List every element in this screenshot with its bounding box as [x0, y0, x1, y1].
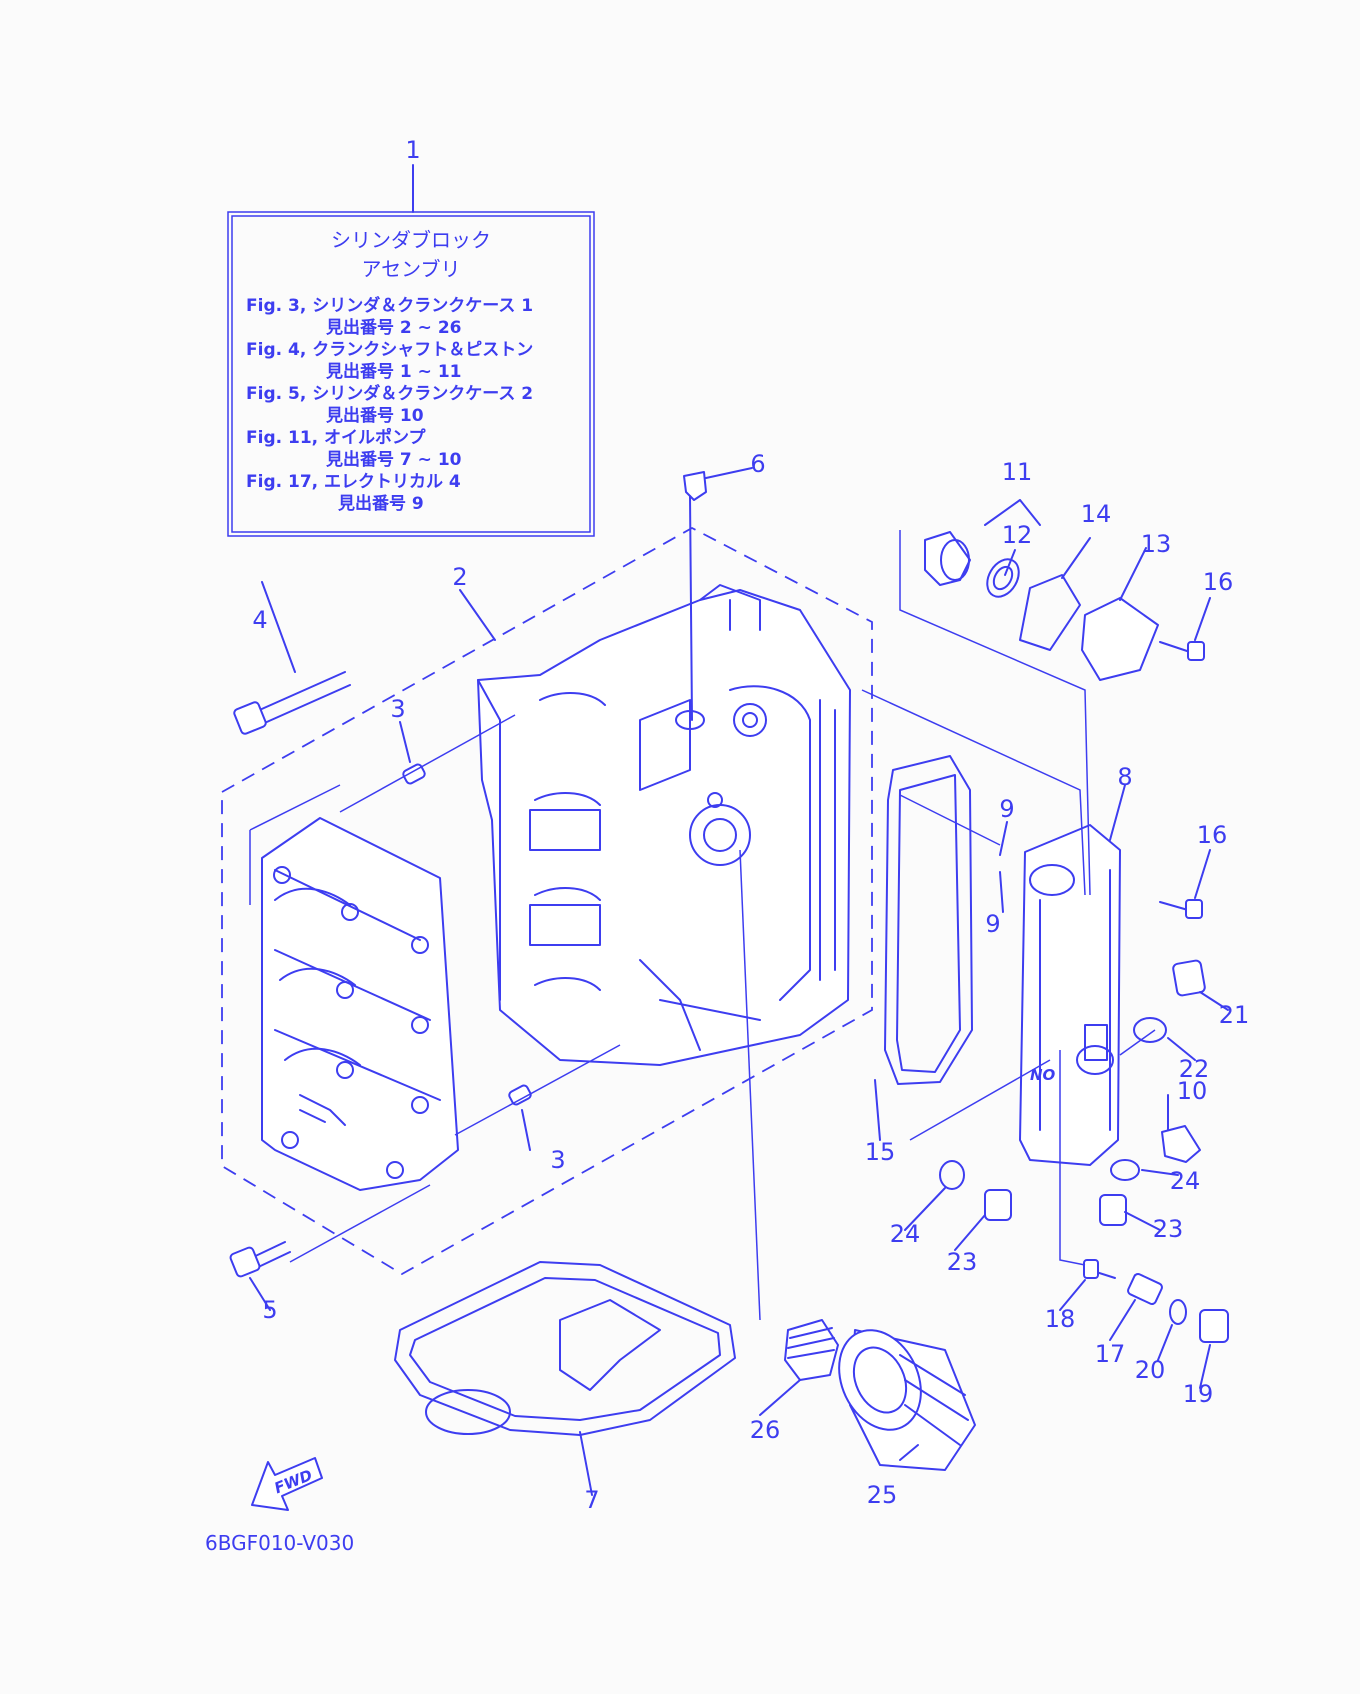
callout-3b: 3 — [550, 1146, 565, 1174]
oil-pan-gasket-hole — [425, 1389, 511, 1435]
callout-3a: 3 — [390, 695, 405, 723]
callout-6: 6 — [750, 450, 765, 478]
callout-19: 19 — [1183, 1380, 1214, 1408]
info-box: シリンダブロック アセンブリ Fig. 3, シリンダ＆クランクケース 1 見出… — [227, 211, 595, 537]
callout-7: 7 — [584, 1486, 599, 1514]
info-line-2: Fig. 4, クランクシャフト＆ピストン — [246, 340, 533, 360]
callout-9a: 9 — [999, 795, 1014, 823]
crankcase-block-part — [477, 584, 851, 1066]
callout-15: 15 — [865, 1138, 896, 1166]
info-line-1: 見出番号 2 ~ 26 — [325, 317, 462, 338]
leader-lines — [249, 164, 1229, 1496]
info-title-line2: アセンブリ — [362, 257, 461, 281]
callout-numbers: 1 2 3 3 4 5 6 7 8 9 9 10 11 12 13 14 15 … — [252, 136, 1249, 1514]
callout-11: 11 — [1002, 458, 1033, 486]
oil-pan-gasket-inner-path — [559, 1299, 661, 1391]
callout-24a: 24 — [890, 1220, 921, 1248]
info-line-9: 見出番号 9 — [337, 493, 424, 514]
info-line-6: Fig. 11, オイルポンプ — [246, 427, 427, 448]
diagram-code: 6BGF010-V030 — [205, 1531, 354, 1555]
assembly-dashed-outline — [221, 526, 873, 1276]
part-26-fitting — [784, 1319, 839, 1381]
cylinder-head-part — [261, 817, 459, 1191]
callout-14: 14 — [1081, 500, 1112, 528]
callout-4: 4 — [252, 606, 267, 634]
callout-16a: 16 — [1203, 568, 1234, 596]
callout-18: 18 — [1045, 1305, 1076, 1333]
callout-12: 12 — [1002, 521, 1033, 549]
info-line-7: 見出番号 7 ~ 10 — [325, 449, 462, 470]
callout-2: 2 — [452, 563, 467, 591]
callout-17: 17 — [1095, 1340, 1126, 1368]
part-7-oil-pan-gasket — [394, 1261, 736, 1436]
info-line-3: 見出番号 1 ~ 11 — [325, 361, 462, 382]
part-8-cover: NO — [1019, 824, 1121, 1166]
callout-8: 8 — [1117, 763, 1132, 791]
callout-5: 5 — [262, 1296, 277, 1324]
info-line-5: 見出番号 10 — [325, 405, 424, 426]
callout-25: 25 — [867, 1481, 898, 1509]
callout-23b: 23 — [1153, 1215, 1184, 1243]
info-title-line1: シリンダブロック — [331, 228, 491, 252]
callout-16b: 16 — [1197, 821, 1228, 849]
part-25-oil-filter — [838, 1329, 976, 1471]
callout-24b: 24 — [1170, 1167, 1201, 1195]
callout-10: 10 — [1177, 1077, 1208, 1105]
part-15-gasket — [884, 755, 973, 1085]
info-line-4: Fig. 5, シリンダ＆クランクケース 2 — [246, 383, 533, 404]
callout-21: 21 — [1219, 1001, 1250, 1029]
callout-26: 26 — [750, 1416, 781, 1444]
fwd-arrow-icon: FWD — [251, 1457, 323, 1511]
callout-20: 20 — [1135, 1356, 1166, 1384]
callout-9b: 9 — [985, 910, 1000, 938]
small-parts — [229, 471, 1229, 1343]
head-gasket-outline — [249, 784, 341, 905]
callout-1: 1 — [405, 136, 420, 164]
info-line-0: Fig. 3, シリンダ＆クランクケース 1 — [246, 295, 533, 316]
callout-23a: 23 — [947, 1248, 978, 1276]
callout-13: 13 — [1141, 530, 1172, 558]
callout-22: 22 — [1179, 1055, 1210, 1083]
info-line-8: Fig. 17, エレクトリカル 4 — [246, 472, 461, 492]
svg-text:NO: NO — [1030, 1066, 1056, 1084]
